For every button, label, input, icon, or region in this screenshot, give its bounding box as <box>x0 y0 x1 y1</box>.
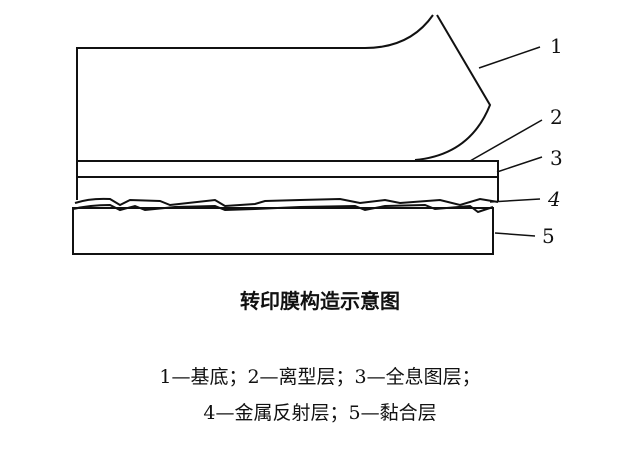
label-4: 4 <box>547 187 561 211</box>
substrate-layer-1 <box>76 14 492 200</box>
leader-lines <box>469 46 543 237</box>
adhesive-layer-5 <box>72 207 494 255</box>
label-1: 1 <box>550 34 563 58</box>
label-2: 2 <box>550 105 563 129</box>
label-3: 3 <box>550 146 563 170</box>
legend-line-1: 1—基底；2—离型层；3—全息图层； <box>159 366 481 388</box>
transfer-film-diagram: 1 2 3 4 5 <box>72 14 563 255</box>
legend-line-2: 4—金属反射层；5—黏合层 <box>203 402 437 424</box>
diagram-title: 转印膜构造示意图 <box>240 289 400 313</box>
label-5: 5 <box>542 224 555 248</box>
metal-reflective-layer-4 <box>74 197 499 208</box>
release-layer-2-and-hologram-layer-3 <box>76 160 499 178</box>
